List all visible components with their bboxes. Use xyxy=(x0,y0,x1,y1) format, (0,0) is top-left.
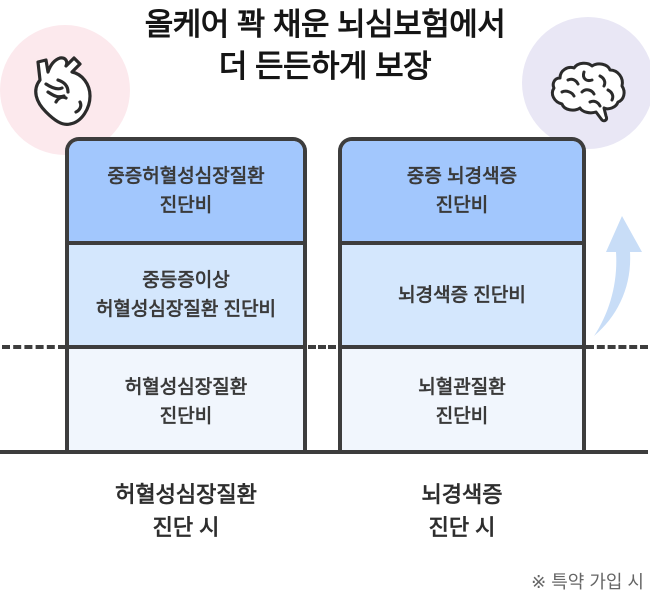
heart-icon xyxy=(34,56,92,126)
tier-text-line: 허혈성심장질환 xyxy=(124,376,248,398)
heart-coverage-column: 중증허혈성심장질환 진단비 중등증이상 허혈성심장질환 진단비 허혈성심장질환 … xyxy=(65,137,307,453)
arrow-up-icon xyxy=(594,216,642,336)
tier-text-line: 진단비 xyxy=(435,405,489,427)
tier-text-line: 중증허혈성심장질환 xyxy=(107,166,265,187)
brain-coverage-column: 중증 뇌경색증 진단비 뇌경색증 진단비 뇌혈관질환 진단비 xyxy=(338,137,586,453)
tier-text-line: 중증 뇌경색증 xyxy=(406,166,518,187)
title-line-1: 올케어 꽉 채운 뇌심보험에서 xyxy=(144,7,506,42)
tier-severe: 중증허혈성심장질환 진단비 xyxy=(69,141,303,245)
tier-basic: 뇌혈관질환 진단비 xyxy=(342,349,582,453)
dashed-divider-left xyxy=(2,345,66,349)
label-line: 뇌경색증 xyxy=(421,482,503,507)
tier-severe: 중증 뇌경색증 진단비 xyxy=(342,141,582,245)
footnote: ※ 특약 가입 시 xyxy=(531,572,644,592)
tier-text-line: 진단비 xyxy=(159,405,213,427)
tier-basic: 허혈성심장질환 진단비 xyxy=(69,349,303,453)
baseline xyxy=(0,450,648,454)
brain-icon xyxy=(550,61,626,123)
dashed-divider-right xyxy=(586,345,648,349)
tier-moderate: 뇌경색증 진단비 xyxy=(342,245,582,349)
tier-text-line: 진단비 xyxy=(435,195,489,216)
tier-text-line: 뇌혈관질환 xyxy=(418,376,506,398)
label-line: 진단 시 xyxy=(428,515,496,540)
tier-moderate: 중등증이상 허혈성심장질환 진단비 xyxy=(69,245,303,349)
label-line: 진단 시 xyxy=(152,515,220,540)
tier-text-line: 중등증이상 xyxy=(142,270,230,291)
title-line-2: 더 든든하게 보장 xyxy=(218,49,432,84)
tier-text-line: 허혈성심장질환 진단비 xyxy=(95,299,277,320)
label-line: 허혈성심장질환 xyxy=(115,482,257,507)
dashed-divider-middle xyxy=(308,345,336,349)
page-title: 올케어 꽉 채운 뇌심보험에서 더 든든하게 보장 xyxy=(0,4,650,88)
tier-text-line: 뇌경색증 진단비 xyxy=(398,284,526,306)
brain-column-label: 뇌경색증 진단 시 xyxy=(339,478,585,544)
tier-text-line: 진단비 xyxy=(159,195,213,216)
heart-column-label: 허혈성심장질환 진단 시 xyxy=(66,478,306,544)
